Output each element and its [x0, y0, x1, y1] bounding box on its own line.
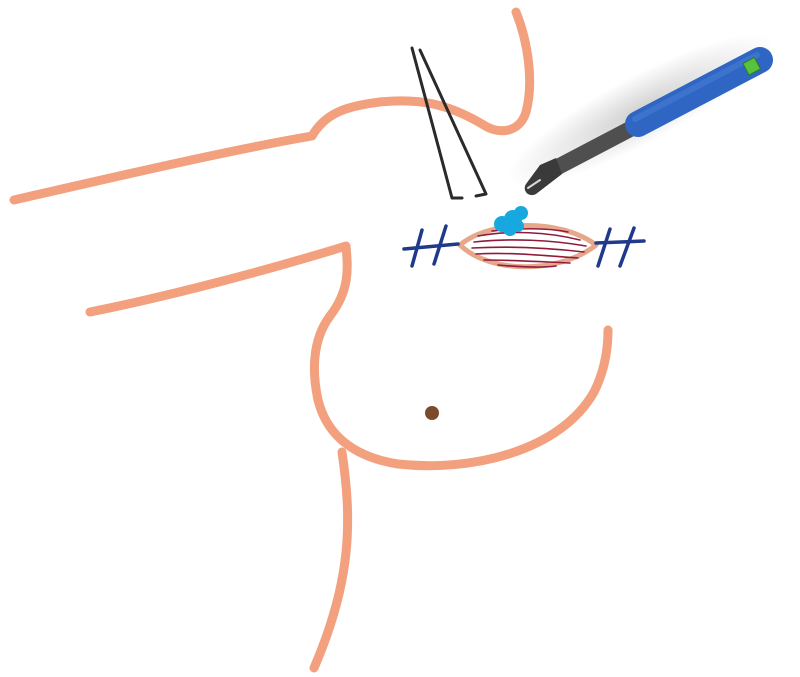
incision-site [460, 225, 596, 267]
torso-side-outline [314, 452, 348, 668]
nipple [425, 406, 439, 420]
breast-outline [314, 316, 608, 466]
arm-outline [14, 12, 530, 200]
body-outline [14, 12, 608, 668]
right-marker [596, 228, 644, 266]
left-marker [404, 226, 458, 266]
gamma-probe-icon [492, 10, 789, 211]
armpit-outline [90, 246, 347, 316]
